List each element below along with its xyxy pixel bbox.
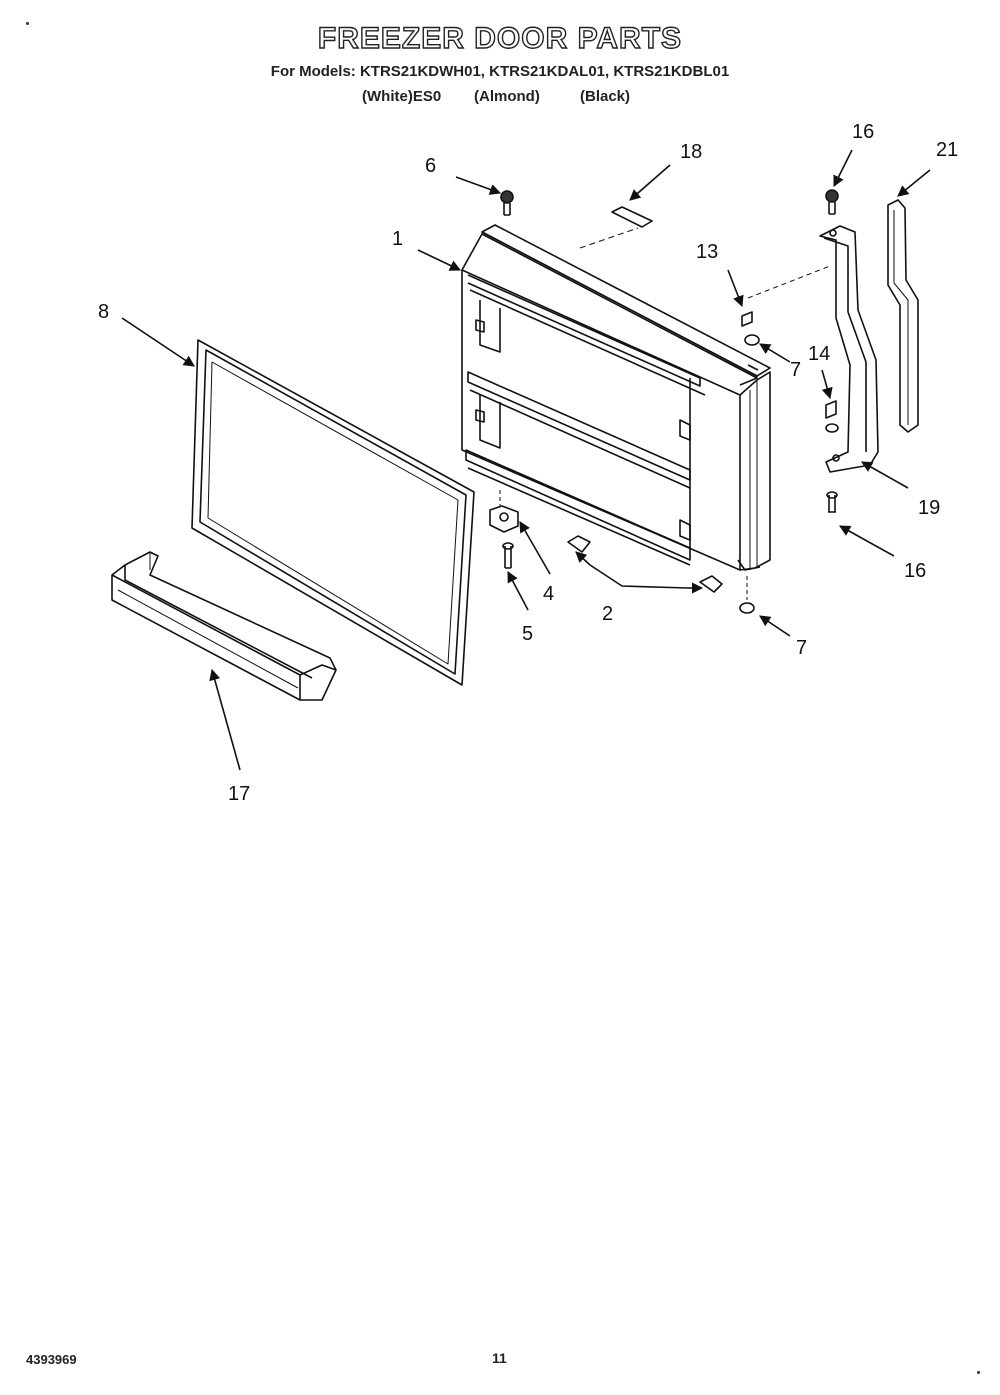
color-white: (White)ES0 <box>362 88 442 105</box>
door-stop-left <box>567 535 591 553</box>
models-line: For Models: KTRS21KDWH01, KTRS21KDAL01, … <box>270 63 730 80</box>
callout-7-bottom: 7 <box>796 637 807 659</box>
hinge-screw-bottom <box>826 491 838 513</box>
hinge-bushing-bottom <box>825 400 837 419</box>
color-almond: (Almond) <box>474 88 540 105</box>
page-title: FREEZER DOOR PARTS <box>317 21 683 55</box>
callout-16-bottom: 16 <box>904 560 926 582</box>
callout-2: 2 <box>602 603 613 625</box>
callout-21: 21 <box>936 139 958 161</box>
callout-19: 19 <box>918 497 940 519</box>
callout-14: 14 <box>808 343 830 365</box>
callout-13: 13 <box>696 241 718 263</box>
color-black: (Black) <box>580 88 631 105</box>
callout-7-top: 7 <box>790 359 801 381</box>
leader-lines <box>121 149 931 771</box>
callout-1: 1 <box>392 228 403 250</box>
washer-top <box>744 334 760 346</box>
callout-8: 8 <box>98 301 109 323</box>
door-stop-cam <box>489 490 519 533</box>
hinge-trim-strip <box>887 199 919 433</box>
hinge-bracket <box>819 225 879 473</box>
callout-6: 6 <box>425 155 436 177</box>
top-screw <box>500 190 514 216</box>
callout-labels: 1 2 4 5 6 7 7 8 13 14 16 16 17 18 19 21 <box>98 121 958 805</box>
door-stop-right <box>699 575 723 593</box>
callout-17: 17 <box>228 783 250 805</box>
corner-mark <box>26 22 29 25</box>
callout-18: 18 <box>680 141 702 163</box>
callout-16-top: 16 <box>852 121 874 143</box>
inner-door-panel <box>461 224 771 571</box>
callout-4: 4 <box>543 583 554 605</box>
document-number: 4393969 <box>26 1352 77 1367</box>
page-number: 11 <box>492 1350 507 1366</box>
door-gasket <box>191 339 475 686</box>
callout-5: 5 <box>522 623 533 645</box>
door-bin <box>111 551 337 701</box>
cam-screw <box>502 542 514 569</box>
corner-mark <box>977 1371 980 1374</box>
washer-bottom <box>739 602 755 614</box>
hinge-bushing-top <box>741 311 753 327</box>
hinge-screw-top <box>825 189 839 215</box>
nameplate <box>611 206 653 228</box>
